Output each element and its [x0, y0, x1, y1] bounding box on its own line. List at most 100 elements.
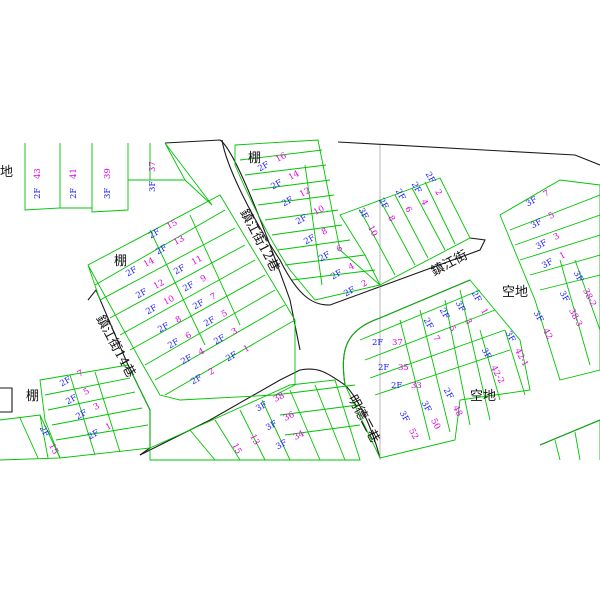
lot-label: 2F8	[302, 226, 329, 247]
area-labels: 棚 棚 棚 空地 空地 地	[0, 151, 528, 404]
lots-south-west-edge	[0, 414, 61, 461]
house-number-label: 13	[172, 234, 186, 248]
lot-label: 2F7	[191, 291, 218, 312]
lot-label: 2F7	[421, 316, 442, 343]
road-edge-left-mid	[0, 387, 13, 413]
house-number-label: 37	[392, 338, 403, 348]
lot-label: 2F4	[409, 180, 430, 207]
house-number-label: 15	[46, 442, 60, 456]
floor-count-label: 2F	[37, 424, 51, 439]
house-number-label: 35	[398, 363, 409, 373]
lot-label: 2F8	[376, 196, 397, 223]
floor-count-label: 2F	[69, 188, 79, 199]
lot-label: 2F 41	[69, 168, 79, 199]
lot-label: 2F1	[224, 343, 251, 364]
lot-label: 3F7	[524, 188, 551, 209]
floor-count-label: 3F	[264, 419, 279, 433]
lot-label: 2F3	[212, 326, 239, 347]
house-number-label: 39	[103, 168, 113, 179]
lot-outlines	[0, 139, 600, 461]
floor-count-label: 2F	[378, 363, 389, 373]
lot-label: 2F2	[342, 278, 369, 299]
lots-north-block	[234, 139, 381, 301]
house-number-label: 7	[430, 334, 441, 343]
house-number-label: 11	[190, 254, 204, 268]
house-number-label: 41	[69, 168, 79, 179]
vacant-label-east: 空地	[502, 285, 528, 300]
floor-count-label: 3F	[534, 238, 549, 252]
house-number-label: 1	[242, 343, 251, 354]
floor-count-label: 2F	[302, 233, 317, 247]
house-number-label: 10	[312, 204, 326, 218]
road-edge-top	[337, 141, 600, 166]
lots-top-left	[24, 142, 213, 213]
lot-label: 2F5	[202, 308, 229, 329]
floor-count-label: 3F	[540, 257, 555, 271]
house-number-label: 2	[360, 278, 369, 289]
floor-count-label: 2F	[437, 306, 451, 321]
house-number-label: 36	[282, 410, 296, 424]
house-number-label: 15	[165, 218, 179, 232]
house-number-label: 4	[347, 261, 356, 272]
floor-count-label: 2F	[189, 373, 204, 387]
lot-label: 2F4	[329, 261, 356, 282]
floor-count-label: 2F	[156, 321, 171, 335]
house-number-label: 6	[184, 330, 193, 341]
lot-label: 3F1	[540, 250, 567, 271]
house-number-label: 3	[462, 317, 473, 326]
vacant-label-center: 空地	[470, 389, 496, 404]
floor-count-label: 3F	[453, 299, 467, 314]
house-number-label: 16	[274, 151, 288, 165]
lots-south-block	[149, 379, 361, 461]
lot-label: 2F5	[437, 306, 458, 333]
floor-count-label: 2F	[166, 337, 181, 351]
lot-label: 2F4	[179, 346, 206, 367]
road-edge-mingde	[344, 384, 381, 459]
road-edge-west-lane12	[164, 139, 301, 351]
floor-count-label: 2F	[64, 393, 79, 407]
floor-count-label: 2F	[329, 268, 344, 282]
floor-count-label: 2F	[421, 316, 435, 331]
lot-label: 2F1	[86, 421, 113, 442]
house-number-label: 38-3	[566, 307, 584, 329]
floor-count-label: 2F	[376, 196, 390, 211]
house-number-label: 14	[287, 169, 301, 183]
floor-count-label: 2F	[393, 187, 407, 202]
house-number-label: 34	[292, 429, 306, 443]
lot-label: 15	[229, 442, 243, 456]
floor-count-label: 2F	[172, 263, 187, 277]
house-number-label: 7	[209, 291, 218, 302]
lot-label: 2F6	[317, 243, 344, 264]
floor-count-label: 3F	[397, 409, 411, 424]
house-number-label: 5	[446, 324, 457, 333]
house-number-label: 3	[230, 326, 239, 337]
floor-count-label: 3F	[148, 181, 158, 192]
house-number-label: 5	[220, 308, 229, 319]
lot-label: 2F2	[189, 366, 216, 387]
road-label-mingde: 明德二巷	[344, 393, 382, 446]
floor-count-label: 2F	[342, 285, 357, 299]
house-number-label: 42	[540, 327, 554, 341]
floor-count-label: 2F	[280, 195, 295, 209]
lot-label: 2F7	[58, 368, 85, 389]
floor-count-label: 3F	[103, 188, 113, 199]
house-number-label: 48	[450, 404, 464, 418]
lot-label: 2F6	[166, 330, 193, 351]
floor-count-label: 2F	[86, 428, 101, 442]
house-number-label: 4	[197, 346, 206, 357]
lot-label: 2F5	[64, 386, 91, 407]
floor-count-label: 2F	[181, 280, 196, 294]
house-number-label: 8	[385, 214, 396, 223]
lot-label: 3F 39	[103, 168, 113, 199]
road-edge-main-south	[139, 368, 346, 456]
floor-count-label: 2F	[134, 287, 149, 301]
